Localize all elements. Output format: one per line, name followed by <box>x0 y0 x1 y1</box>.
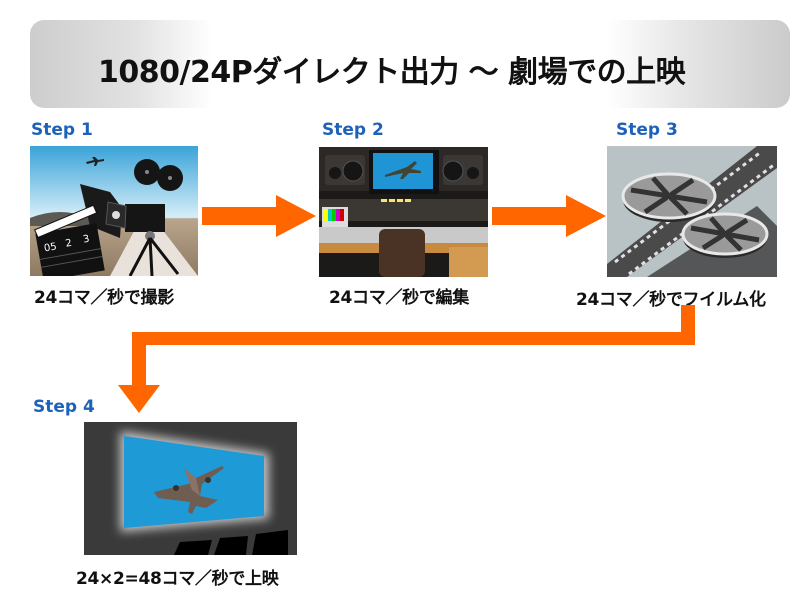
step-4-label: Step 4 <box>33 397 95 417</box>
arrow-right-icon <box>202 195 316 237</box>
step-4-illustration <box>84 422 297 555</box>
step-2-caption: 24コマ／秒で編集 <box>329 288 469 308</box>
step-3-label: Step 3 <box>616 120 678 140</box>
clapper-take: 2 <box>65 238 73 250</box>
step-4-caption: 24×2=48コマ／秒で上映 <box>76 569 279 589</box>
step-1-label: Step 1 <box>31 120 93 140</box>
step-3-illustration <box>607 146 777 277</box>
step-1-caption: 24コマ／秒で撮影 <box>34 288 174 308</box>
theater-screen-icon <box>84 422 297 555</box>
arrow-right-icon <box>492 195 606 237</box>
clapper-roll: 3 <box>82 234 90 246</box>
clapper-scene: 05 <box>43 241 57 254</box>
title-banner: 1080/24Pダイレクト出力 ～ 劇場での上映 <box>30 20 790 108</box>
film-reel-icon <box>607 146 777 277</box>
film-camera-icon: 05 2 3 <box>30 146 198 276</box>
step-2-label: Step 2 <box>322 120 384 140</box>
step-3-caption: 24コマ／秒でフイルム化 <box>576 290 766 310</box>
step-1-illustration: 05 2 3 <box>30 146 198 276</box>
step-2-illustration <box>319 147 488 277</box>
editing-studio-icon <box>319 147 488 277</box>
page-title: 1080/24Pダイレクト出力 ～ 劇場での上映 <box>98 55 686 90</box>
arrow-elbow-down-icon <box>118 305 695 413</box>
